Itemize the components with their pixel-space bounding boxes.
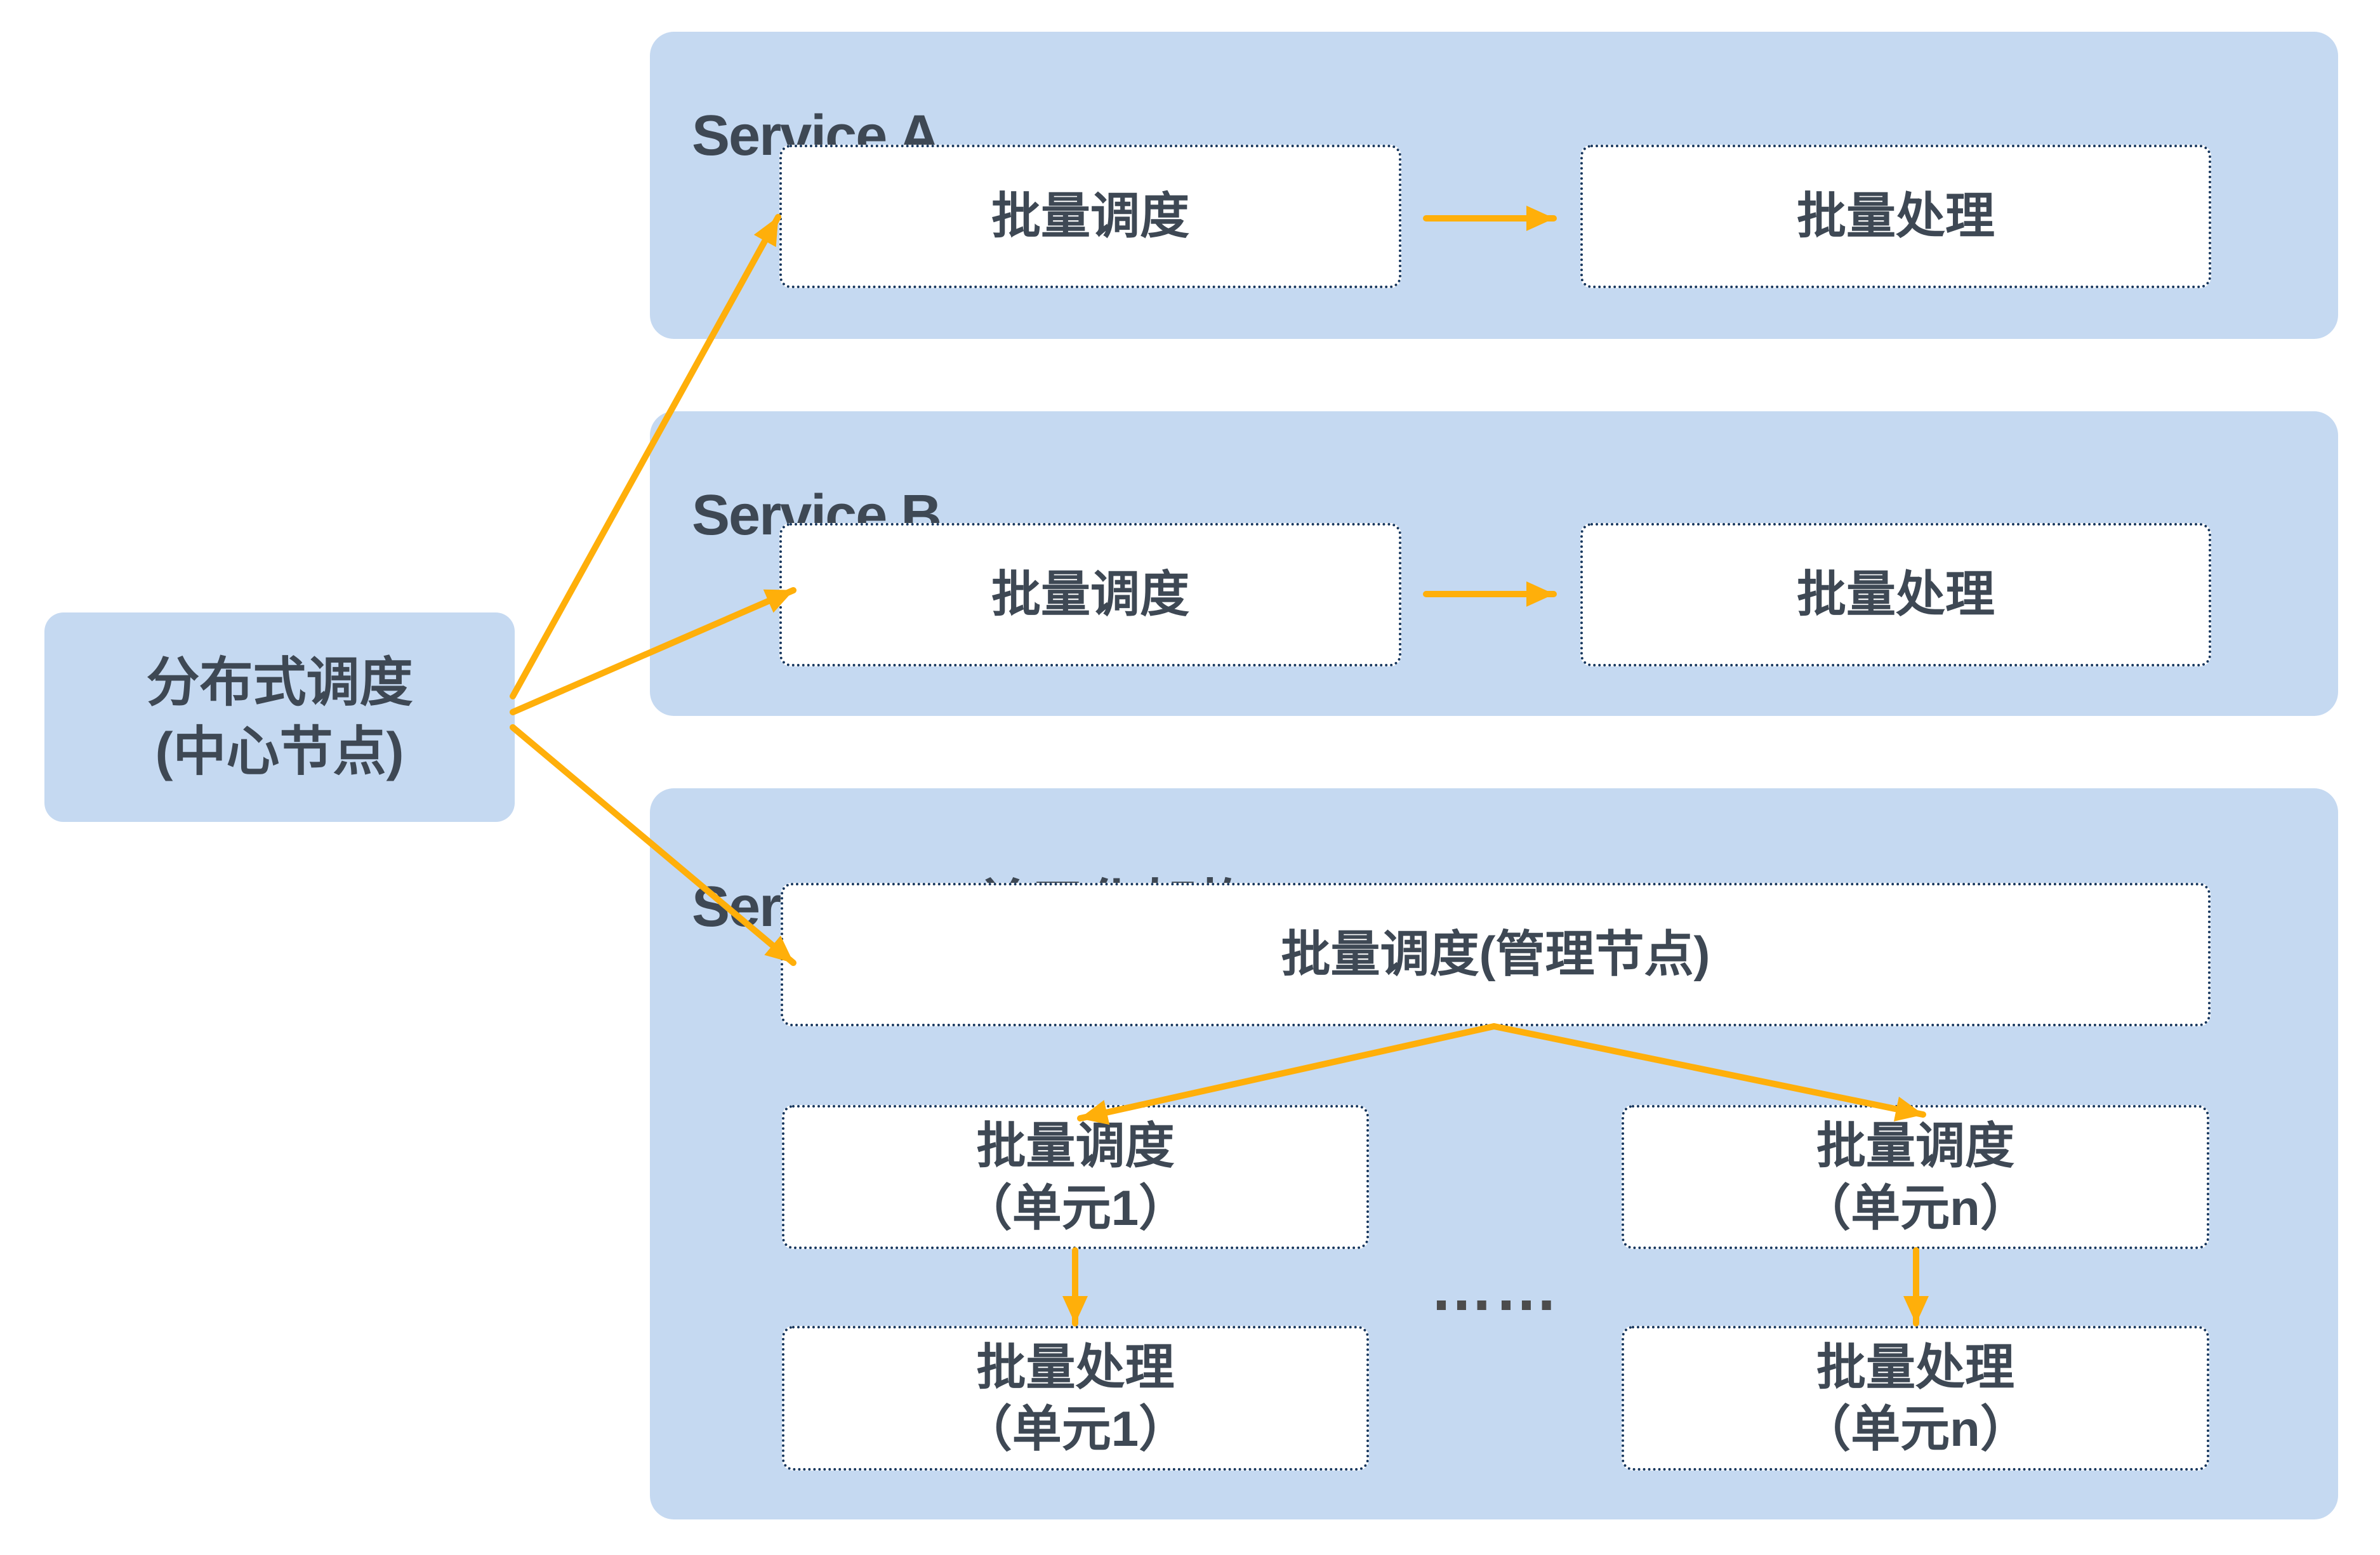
service-b-batch-scheduler-label: 批量调度 xyxy=(991,566,1189,623)
unit1-processor-label-line2: （单元1） xyxy=(962,1401,1189,1457)
service-c-manager-scheduler-node: 批量调度(管理节点) xyxy=(781,883,2211,1026)
service-a-batch-scheduler-label: 批量调度 xyxy=(991,188,1189,244)
service-c-manager-scheduler-label: 批量调度(管理节点) xyxy=(1281,926,1710,983)
service-a-batch-scheduler-node: 批量调度 xyxy=(779,145,1401,288)
service-b-batch-scheduler-node: 批量调度 xyxy=(779,523,1401,666)
service-c-unit1-processor-node: 批量处理 （单元1） xyxy=(782,1326,1369,1471)
unit1-scheduler-label-line2: （单元1） xyxy=(962,1179,1189,1236)
unit1-scheduler-label-line1: 批量调度 xyxy=(976,1118,1175,1174)
service-c-unit1-scheduler-node: 批量调度 （单元1） xyxy=(782,1105,1369,1249)
unitn-processor-label-line2: （单元n） xyxy=(1801,1401,2030,1457)
service-b-batch-processor-node: 批量处理 xyxy=(1580,523,2211,666)
unitn-scheduler-label-line1: 批量调度 xyxy=(1816,1118,2014,1174)
central-scheduler-node: 分布式调度 (中心节点) xyxy=(44,612,515,822)
units-ellipsis: …… xyxy=(1430,1253,1559,1324)
service-a-batch-processor-label: 批量处理 xyxy=(1796,188,1995,244)
service-c-unitn-scheduler-node: 批量调度 （单元n） xyxy=(1622,1105,2209,1249)
central-node-label-line2: (中心节点) xyxy=(155,722,404,781)
service-c-unitn-processor-node: 批量处理 （单元n） xyxy=(1622,1326,2209,1471)
central-node-label-line1: 分布式调度 xyxy=(146,652,413,712)
unit1-processor-label-line1: 批量处理 xyxy=(976,1339,1175,1395)
service-a-batch-processor-node: 批量处理 xyxy=(1580,145,2211,288)
unitn-scheduler-label-line2: （单元n） xyxy=(1801,1179,2030,1236)
unitn-processor-label-line1: 批量处理 xyxy=(1816,1339,2014,1395)
service-b-batch-processor-label: 批量处理 xyxy=(1796,566,1995,623)
